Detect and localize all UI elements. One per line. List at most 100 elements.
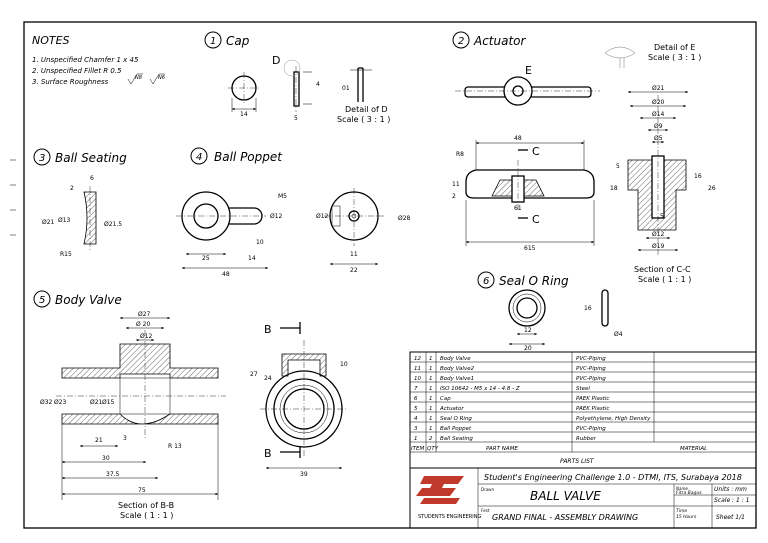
table-cell: PVC-Piping xyxy=(576,426,606,432)
table-cell: 1 xyxy=(414,436,418,442)
dimension-label: Ø13 xyxy=(58,217,71,224)
section-letter: C xyxy=(532,213,540,226)
table-cell: Body Valve xyxy=(440,356,471,362)
detail-e-sketch xyxy=(604,46,636,68)
table-header: MATERIAL xyxy=(680,446,707,452)
notes-block: NOTES 1. Unspecified Chamfer 1 x 45 2. U… xyxy=(32,34,165,86)
seating-section xyxy=(83,191,97,245)
roughness-value: N8 xyxy=(135,75,142,81)
notes-title: NOTES xyxy=(32,34,70,47)
table-cell: 2 xyxy=(429,436,433,442)
view-body-valve: 5 Body Valve Ø27 Ø 20 Ø12 Ø32 Ø23 Ø21 Ø1… xyxy=(33,290,348,520)
cap-side-rect xyxy=(293,71,300,107)
dimension-label: R8 xyxy=(456,151,464,158)
view-title: Seal O Ring xyxy=(499,274,569,288)
dimension-label: 48 xyxy=(514,135,522,142)
table-cell: 1 xyxy=(429,356,433,362)
dimension-label: 16 xyxy=(584,305,592,312)
seal-outer xyxy=(508,289,546,327)
dimension-label: 27 xyxy=(250,371,258,378)
drawn-label: Drawn xyxy=(481,487,494,492)
dimension-label: 14 xyxy=(248,255,256,262)
dimension-label: 61 xyxy=(514,205,522,212)
dimension-label: Ø12 xyxy=(316,213,329,220)
table-cell: 1 xyxy=(429,376,433,382)
detail-d-letter: D xyxy=(272,54,280,67)
table-cell: 1 xyxy=(429,426,433,432)
table-cell: 12 xyxy=(414,356,421,362)
section-caption: Section of B-B xyxy=(118,501,174,510)
dimension-label: Ø5 xyxy=(654,135,663,142)
detail-caption: Detail of E xyxy=(654,43,695,52)
name-value: Fitra Bagus xyxy=(676,490,702,496)
roughness-symbol xyxy=(127,73,165,85)
event-title: Student's Engineering Challenge 1.0 - DT… xyxy=(484,473,742,482)
note-item: 3. Surface Roughness xyxy=(32,78,109,86)
body-section-lower xyxy=(61,413,219,425)
table-cell: Cap xyxy=(440,396,451,402)
table-cell: Actuator xyxy=(439,406,464,412)
view-number: 5 xyxy=(39,295,45,306)
dimension-label: Ø19 xyxy=(652,243,665,250)
detail-d-marker xyxy=(283,59,301,77)
table-cell: Body Valve1 xyxy=(440,376,474,382)
section-letter: B xyxy=(264,323,272,336)
dimension-label: Ø15 xyxy=(102,399,115,406)
dimension-label: 6 xyxy=(90,175,94,182)
dimension-label: Ø20 xyxy=(652,99,665,106)
view-number-bubble xyxy=(477,271,495,289)
dimension-label: Ø27 xyxy=(138,311,151,318)
dimension-label: Ø14 xyxy=(652,111,665,118)
table-cell: 1 xyxy=(429,396,433,402)
title-block: STUDENTS ENGINEERING Student's Engineeri… xyxy=(409,467,757,529)
dimension-label: Ø12 xyxy=(652,231,665,238)
dimension-label: 2 xyxy=(70,185,74,192)
section-scale: Scale ( 1 : 1 ) xyxy=(638,275,691,284)
dimension-label: 26 xyxy=(708,185,716,192)
sheet-type-label: Fest xyxy=(481,508,490,513)
drawing-border xyxy=(23,21,757,529)
dimension-label: Ø32 xyxy=(40,399,53,406)
dimension-label: 5 xyxy=(294,115,298,122)
table-cell: Ball Seating xyxy=(440,436,473,442)
parts-list-table: 12 1 Body Valve PVC-Piping 11 1 Body Val… xyxy=(409,351,757,469)
dimension-label: 37.5 xyxy=(106,471,120,478)
drawing-subtitle: GRAND FINAL - ASSEMBLY DRAWING xyxy=(492,513,638,522)
dimension-label: 21 xyxy=(95,437,103,444)
drawing-title: BALL VALVE xyxy=(530,489,601,503)
dimension-label: Ø12 xyxy=(270,213,283,220)
dimension-label: 30 xyxy=(102,455,110,462)
section-letter: B xyxy=(264,447,272,460)
table-cell: ISO 10642 - M5 x 14 - 4.8 - Z xyxy=(440,386,520,392)
dimension-label: 25 xyxy=(202,255,210,262)
dimension-label: Ø23 xyxy=(54,399,67,406)
detail-scale: Scale ( 3 : 1 ) xyxy=(648,53,701,62)
dimension-label: Ø4 xyxy=(614,331,623,338)
detail-caption: Detail of D xyxy=(345,105,388,114)
dimension-label: 11 xyxy=(452,181,460,188)
table-cell: 1 xyxy=(429,386,433,392)
view-seal-o-ring: 6 Seal O Ring 12 20 Ø4 16 xyxy=(477,271,623,352)
table-cell: 11 xyxy=(414,366,421,372)
dimension-label: 20 xyxy=(524,345,532,352)
table-cell: 6 xyxy=(414,396,418,402)
dimension-label: M5 xyxy=(278,193,287,200)
table-header: ITEM xyxy=(411,446,424,452)
dimension-label: R 13 xyxy=(168,443,182,450)
view-number: 3 xyxy=(39,153,45,164)
dimension-label: Ø9 xyxy=(654,123,663,130)
view-title: Ball Seating xyxy=(55,151,127,165)
table-cell: PAEK Plastic xyxy=(576,406,609,412)
view-actuator: 2 Actuator E Detail of E Scale ( 3 : 1 )… xyxy=(452,31,701,252)
dimension-label: Ø28 xyxy=(398,215,411,222)
view-number: 4 xyxy=(196,152,202,163)
dimension-label: Ø21 xyxy=(90,399,103,406)
dimension-label: Ø21.5 xyxy=(104,221,122,228)
table-caption: PARTS LIST xyxy=(560,458,595,465)
dimension-label: 615 xyxy=(524,245,536,252)
table-cell: Steel xyxy=(576,386,590,392)
section-caption: Section of C-C xyxy=(634,265,691,274)
view-title: Cap xyxy=(226,34,250,48)
table-header: PART NAME xyxy=(486,446,518,452)
